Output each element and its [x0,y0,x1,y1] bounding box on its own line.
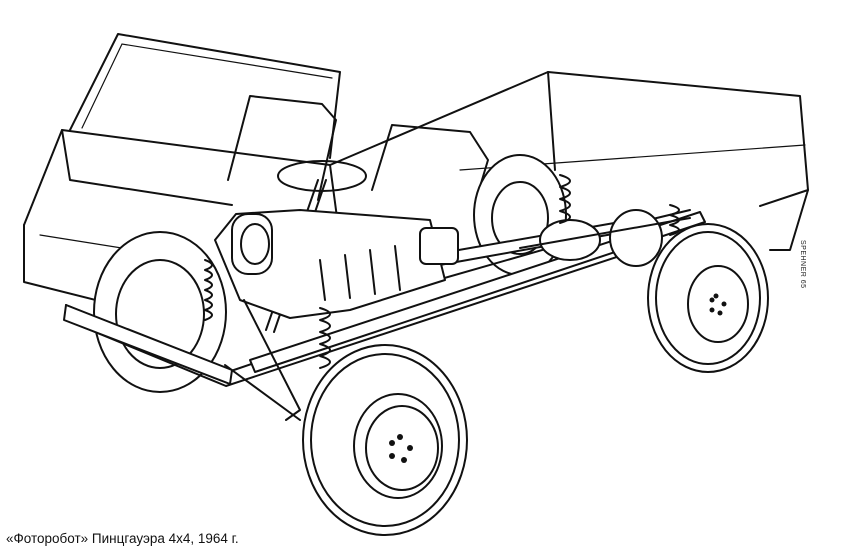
front-right-wheel [302,344,468,536]
rear-differential [519,209,691,267]
seat-right [371,124,489,201]
body-outline [23,71,809,331]
engine-block [214,209,459,319]
front-left-wheel [93,231,227,393]
front-bumper [63,299,301,421]
artist-signature: SPEHNER 65 [799,240,806,289]
rear-right-wheel [647,223,769,373]
rear-coil-spring [559,174,680,236]
image-caption: «Фоторобот» Пинцгауэра 4х4, 1964 г. [6,531,239,546]
windshield [69,33,341,159]
seat-left [227,95,337,201]
front-coil-spring [204,259,331,369]
